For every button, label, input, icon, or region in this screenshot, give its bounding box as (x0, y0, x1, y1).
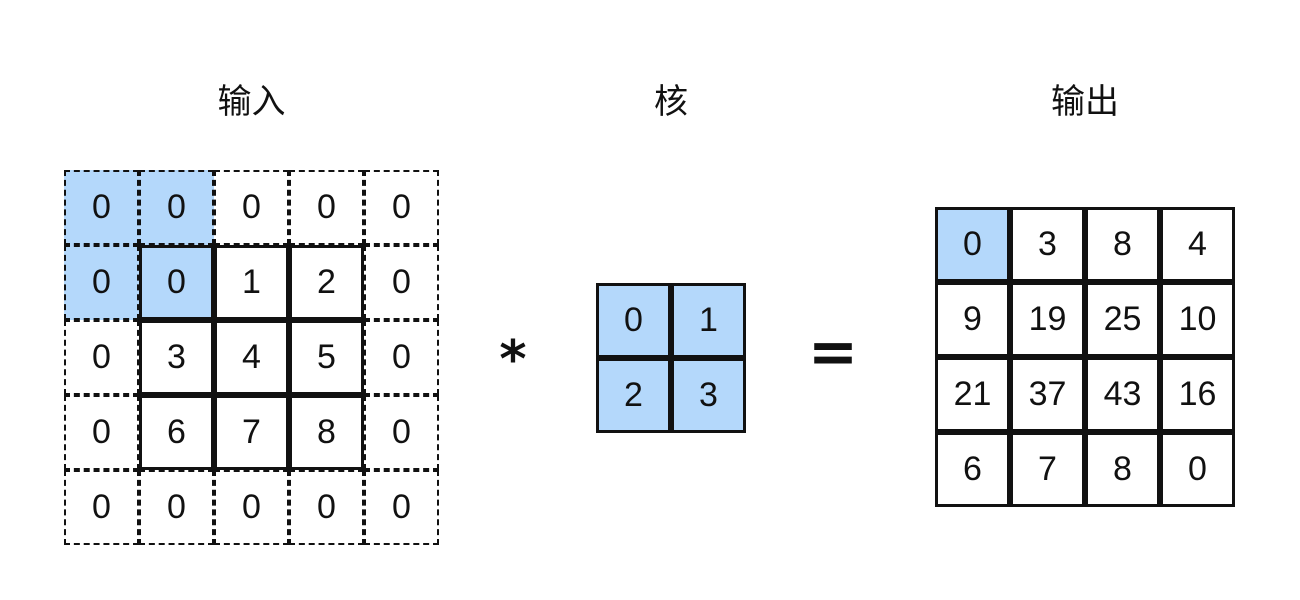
output-cell-2-1: 37 (1010, 357, 1085, 432)
input-cell-4-3: 0 (289, 470, 364, 545)
output-cell-3-2: 8 (1085, 432, 1160, 507)
kernel-cell-0-0: 0 (596, 283, 671, 358)
input-cell-1-2: 1 (214, 245, 289, 320)
output-cell-1-3: 10 (1160, 282, 1235, 357)
kernel-cell-0-1: 1 (671, 283, 746, 358)
input-cell-4-0: 0 (64, 470, 139, 545)
output-cell-0-3: 4 (1160, 207, 1235, 282)
input-cell-0-4: 0 (364, 170, 439, 245)
input-cell-1-1: 0 (139, 245, 214, 320)
input-cell-2-4: 0 (364, 320, 439, 395)
kernel-title: 核 (654, 82, 688, 122)
input-cell-1-3: 2 (289, 245, 364, 320)
output-cell-1-2: 25 (1085, 282, 1160, 357)
equals-operator: = (807, 317, 859, 387)
input-title: 输入 (217, 82, 286, 122)
input-cell-1-4: 0 (364, 245, 439, 320)
input-cell-0-2: 0 (214, 170, 289, 245)
input-cell-1-0: 0 (64, 245, 139, 320)
input-cell-3-4: 0 (364, 395, 439, 470)
input-cell-2-1: 3 (139, 320, 214, 395)
input-cell-4-2: 0 (214, 470, 289, 545)
output-cell-1-1: 19 (1010, 282, 1085, 357)
kernel-cell-1-1: 3 (671, 358, 746, 433)
input-cell-0-0: 0 (64, 170, 139, 245)
kernel-cell-1-0: 2 (596, 358, 671, 433)
input-cell-2-2: 4 (214, 320, 289, 395)
input-cell-0-3: 0 (289, 170, 364, 245)
input-cell-4-4: 0 (364, 470, 439, 545)
output-cell-0-0: 0 (935, 207, 1010, 282)
output-cell-0-2: 8 (1085, 207, 1160, 282)
input-cell-3-1: 6 (139, 395, 214, 470)
output-cell-3-3: 0 (1160, 432, 1235, 507)
output-cell-2-3: 16 (1160, 357, 1235, 432)
input-cell-3-0: 0 (64, 395, 139, 470)
input-cell-2-3: 5 (289, 320, 364, 395)
output-cell-3-1: 7 (1010, 432, 1085, 507)
output-cell-1-0: 9 (935, 282, 1010, 357)
input-cell-3-3: 8 (289, 395, 364, 470)
output-cell-3-0: 6 (935, 432, 1010, 507)
output-cell-2-0: 21 (935, 357, 1010, 432)
output-cell-2-2: 43 (1085, 357, 1160, 432)
output-title: 输出 (1051, 82, 1119, 122)
output-cell-0-1: 3 (1010, 207, 1085, 282)
input-cell-3-2: 7 (214, 395, 289, 470)
input-cell-2-0: 0 (64, 320, 139, 395)
input-cell-0-1: 0 (139, 170, 214, 245)
convolution-operator: * (499, 330, 527, 390)
input-cell-4-1: 0 (139, 470, 214, 545)
